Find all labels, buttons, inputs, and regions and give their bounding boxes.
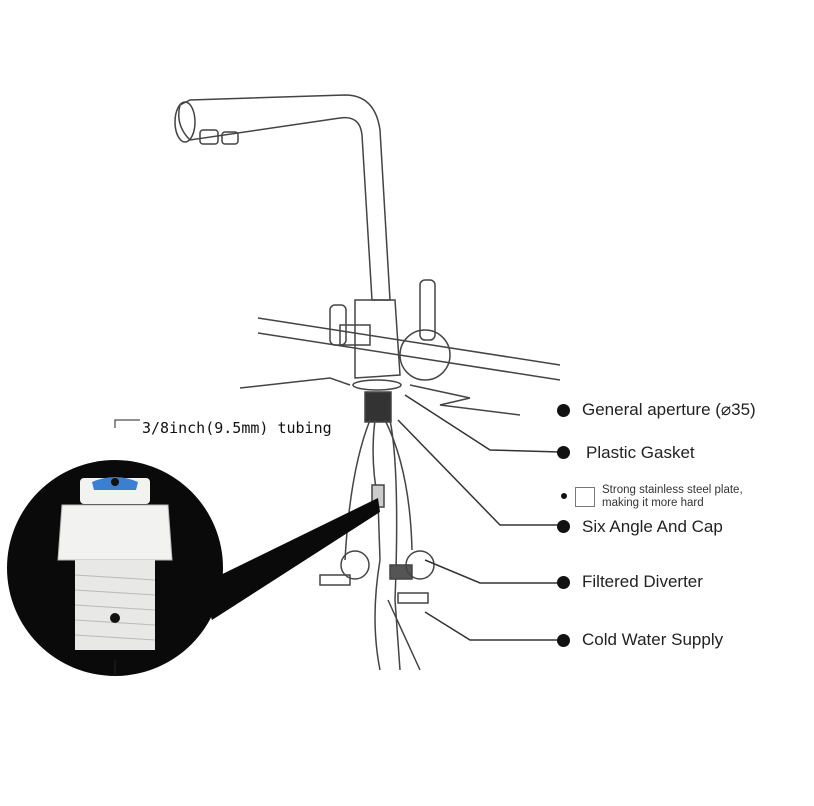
label-cold-water: Cold Water Supply — [582, 630, 724, 649]
bullet-icon — [557, 520, 570, 533]
label-general-aperture: General aperture (⌀35) — [582, 400, 756, 419]
note-line: making it more hard — [602, 497, 704, 509]
steel-plate-note: Strong stainless steel plate, making it … — [602, 484, 743, 510]
label-six-angle: Six Angle And Cap — [582, 517, 723, 536]
bullet-icon — [557, 576, 570, 589]
bullet-icon — [557, 634, 570, 647]
checkbox-icon — [575, 487, 595, 507]
note-line: Strong stainless steel plate, — [602, 484, 743, 496]
bullet-icon — [561, 493, 567, 499]
fitting-callout — [7, 419, 380, 676]
bullet-icon — [557, 446, 570, 459]
label-filtered-diverter: Filtered Diverter — [582, 572, 703, 591]
tubing-label: 3/8inch(9.5mm) tubing — [142, 419, 332, 437]
label-plastic-gasket: Plastic Gasket — [586, 443, 695, 462]
bullet-icon — [557, 404, 570, 417]
spout-outline — [178, 94, 391, 301]
